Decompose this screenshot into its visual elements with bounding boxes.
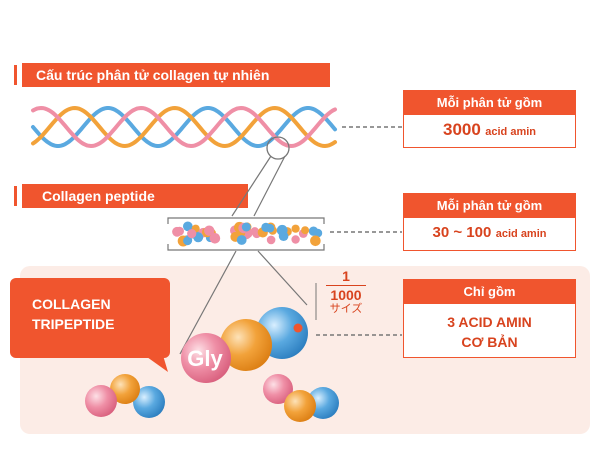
peptide-bead xyxy=(291,235,300,244)
info-box-body: 3 ACID AMIN CƠ BẢN xyxy=(404,304,575,352)
peptide-bead xyxy=(187,229,197,239)
peptide-bead xyxy=(276,224,288,236)
info-box-line2: CƠ BẢN xyxy=(461,334,518,350)
marker-dot xyxy=(293,323,303,333)
orange-sphere xyxy=(220,319,272,371)
info-box-line1: 3 ACID AMIN xyxy=(447,314,532,330)
peptide-bead xyxy=(172,226,182,237)
zoom-circle xyxy=(266,136,290,160)
helix-strand xyxy=(31,105,337,149)
peptide-bead xyxy=(310,235,321,247)
peptide-bracket xyxy=(167,217,325,224)
info-box-peptide: Mỗi phân tử gồm 30 ~ 100 acid amin xyxy=(403,193,576,251)
gly-sphere xyxy=(181,333,231,383)
peptide-bracket xyxy=(167,244,325,251)
fraction-numerator: 1 xyxy=(342,268,350,284)
peptide-bead xyxy=(250,227,259,236)
info-box-value: 30 ~ 100 xyxy=(432,224,492,241)
tripeptide-small-left xyxy=(85,374,165,418)
peptide-bead xyxy=(183,236,192,246)
info-box-body: 3000 acid amin xyxy=(404,115,575,147)
zoom-line xyxy=(179,250,237,355)
peptide-bead xyxy=(204,225,215,236)
gly-label: Gly xyxy=(187,346,223,371)
helix-strand xyxy=(31,105,337,149)
section-title: Collagen peptide xyxy=(42,188,155,204)
section-header-peptide: Collagen peptide xyxy=(22,184,248,208)
fraction-suffix: サイズ xyxy=(329,303,363,315)
blue-sphere xyxy=(133,386,165,418)
callout-line1: COLLAGEN xyxy=(32,296,111,312)
section-title: Cấu trúc phân tử collagen tự nhiên xyxy=(36,67,270,83)
peptide-bead xyxy=(183,221,193,232)
callout-tail xyxy=(140,352,168,372)
collagen-helix xyxy=(31,105,337,149)
zoom-line xyxy=(257,250,308,306)
peptide-bead xyxy=(291,224,300,233)
callout-line2: TRIPEPTIDE xyxy=(32,316,115,332)
orange-sphere xyxy=(110,374,140,404)
info-box-head: Mỗi phân tử gồm xyxy=(404,91,575,115)
info-box-value: 3000 xyxy=(442,120,481,139)
info-box-head: Chỉ gồm xyxy=(404,280,575,304)
peptide-bead xyxy=(301,226,310,235)
pink-sphere xyxy=(263,374,293,404)
peptide-bead xyxy=(308,226,319,236)
section-tick xyxy=(14,65,17,85)
info-box-head: Mỗi phân tử gồm xyxy=(404,194,575,218)
peptide-bead xyxy=(266,235,276,245)
size-fraction: 1 1000 サイズ xyxy=(322,268,370,316)
peptide-bead xyxy=(236,235,247,245)
peptide-bead xyxy=(261,222,271,232)
peptide-chain xyxy=(172,221,323,247)
pink-sphere xyxy=(85,385,117,417)
section-tick xyxy=(14,186,17,206)
info-box-body: 30 ~ 100 acid amin xyxy=(404,218,575,249)
info-box-tripeptide: Chỉ gồm 3 ACID AMIN CƠ BẢN xyxy=(403,279,576,358)
tripeptide-small-right xyxy=(263,374,339,422)
section-header-natural: Cấu trúc phân tử collagen tự nhiên xyxy=(22,63,330,87)
zoom-line xyxy=(231,155,272,217)
zoom-line xyxy=(253,155,286,217)
tripeptide-callout: COLLAGEN TRIPEPTIDE xyxy=(10,278,170,358)
info-box-natural: Mỗi phân tử gồm 3000 acid amin xyxy=(403,90,576,148)
peptide-bead xyxy=(209,233,221,244)
tripeptide-main: Gly xyxy=(181,307,308,383)
helix-strand xyxy=(31,106,337,148)
orange-sphere xyxy=(284,390,316,422)
info-box-unit: acid amin xyxy=(485,126,537,138)
info-box-unit: acid amin xyxy=(495,228,547,240)
peptide-bead xyxy=(241,222,251,232)
fraction-denominator: 1000 xyxy=(330,287,362,303)
